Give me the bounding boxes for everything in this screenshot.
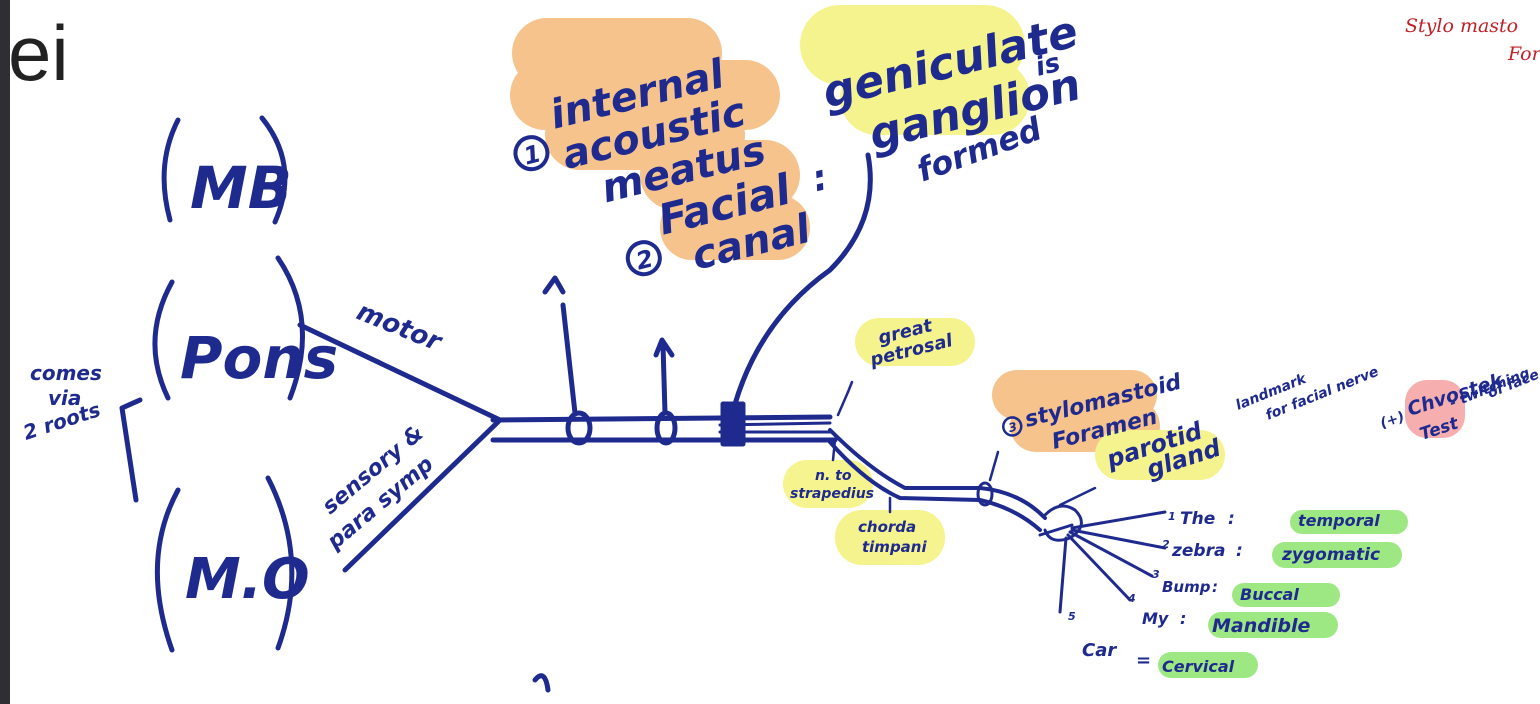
stapedius-1: n. to: [815, 468, 852, 484]
great-petrosal-stem: [838, 392, 848, 415]
bracket-mb-left: [164, 120, 178, 220]
arrow-canal: [663, 345, 665, 413]
branch-1: [1072, 512, 1165, 528]
terminal-5-num: 5: [1068, 610, 1076, 623]
chorda-1: chorda: [858, 518, 916, 536]
geniculate-node: [723, 404, 743, 444]
terminal-3-num: 3: [1152, 568, 1160, 581]
roots-note-1: comes: [30, 361, 102, 385]
branch-4: [1068, 535, 1130, 600]
bracket-pons-left: [155, 282, 172, 398]
terminal-5-name: Cervical: [1162, 657, 1235, 676]
svg-text::: :: [1180, 609, 1186, 628]
arrow-stylomastoid: [990, 452, 998, 480]
terminal-3-name: Buccal: [1240, 585, 1299, 604]
terminal-4-name: Mandible: [1212, 615, 1310, 637]
terminal-4-num: 4: [1127, 592, 1136, 605]
chvostek-prefix: (+): [1378, 409, 1406, 432]
terminal-2-name: zygomatic: [1281, 545, 1380, 565]
svg-text:=: =: [1136, 650, 1151, 671]
stapedius-2: strapedius: [790, 486, 874, 502]
svg-text::: :: [1236, 541, 1243, 561]
arrow-meatus: [563, 305, 575, 413]
chorda-2: timpani: [862, 538, 927, 556]
terminal-1-num: 1: [1168, 510, 1176, 523]
bracket-mo-left: [157, 490, 178, 650]
label-mb: MB: [190, 154, 292, 222]
terminal-1-mnemonic: The: [1180, 509, 1215, 529]
branch-5: [1060, 538, 1066, 612]
terminal-4-mnemonic: My: [1142, 609, 1169, 628]
svg-text::: :: [1212, 578, 1218, 596]
svg-text::: :: [1228, 509, 1235, 529]
corner-note-line1: Stylo masto: [1405, 15, 1518, 37]
terminal-5-mnemonic: Car: [1082, 640, 1117, 661]
label-pons: Pons: [180, 324, 338, 392]
terminal-2-num: 2: [1162, 538, 1170, 551]
roots-brace: [122, 400, 140, 500]
label-mo: M.O: [185, 547, 310, 612]
terminal-2-mnemonic: zebra: [1171, 541, 1225, 561]
terminal-3-mnemonic: Bump: [1162, 578, 1211, 596]
corner-note-line2: For: [1507, 43, 1540, 65]
motor-label: motor: [352, 297, 447, 359]
terminal-1-name: temporal: [1298, 511, 1380, 530]
item2-colon: :: [808, 157, 832, 200]
arrow-parotid: [1060, 488, 1095, 505]
